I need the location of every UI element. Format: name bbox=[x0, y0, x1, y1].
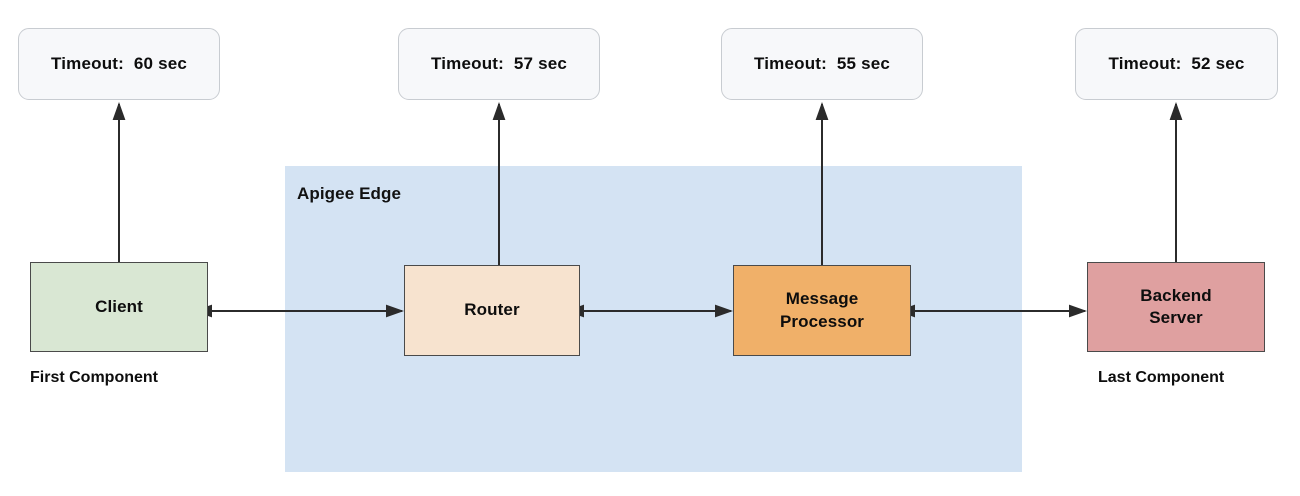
node-message-processor-label: Message Processor bbox=[779, 289, 865, 331]
timeout-callout-router[interactable]: Timeout: 57 sec bbox=[398, 28, 600, 100]
timeout-callout-router-label: Timeout: 57 sec bbox=[430, 54, 568, 73]
timeout-callout-client-label: Timeout: 60 sec bbox=[50, 54, 188, 73]
caption-last-component: Last Component bbox=[1098, 369, 1225, 386]
apigee-edge-zone-label: Apigee Edge bbox=[297, 184, 402, 203]
node-client-label: Client bbox=[95, 296, 143, 316]
timeout-callout-message-processor[interactable]: Timeout: 55 sec bbox=[721, 28, 923, 100]
node-router-label: Router bbox=[464, 300, 520, 320]
timeout-callout-backend-label: Timeout: 52 sec bbox=[1108, 54, 1245, 73]
node-backend-server-label: Backend Server bbox=[1140, 285, 1212, 327]
timeout-callout-backend[interactable]: Timeout: 52 sec bbox=[1075, 28, 1278, 100]
timeout-callout-message-processor-label: Timeout: 55 sec bbox=[753, 54, 891, 73]
node-backend-server[interactable]: Backend Server bbox=[1087, 262, 1265, 352]
node-message-processor[interactable]: Message Processor bbox=[733, 265, 911, 356]
timeout-callout-client[interactable]: Timeout: 60 sec bbox=[18, 28, 220, 100]
node-router[interactable]: Router bbox=[404, 265, 580, 356]
node-client[interactable]: Client bbox=[30, 262, 208, 352]
caption-first-component: First Component bbox=[30, 369, 158, 386]
apigee-edge-zone bbox=[285, 166, 1022, 472]
